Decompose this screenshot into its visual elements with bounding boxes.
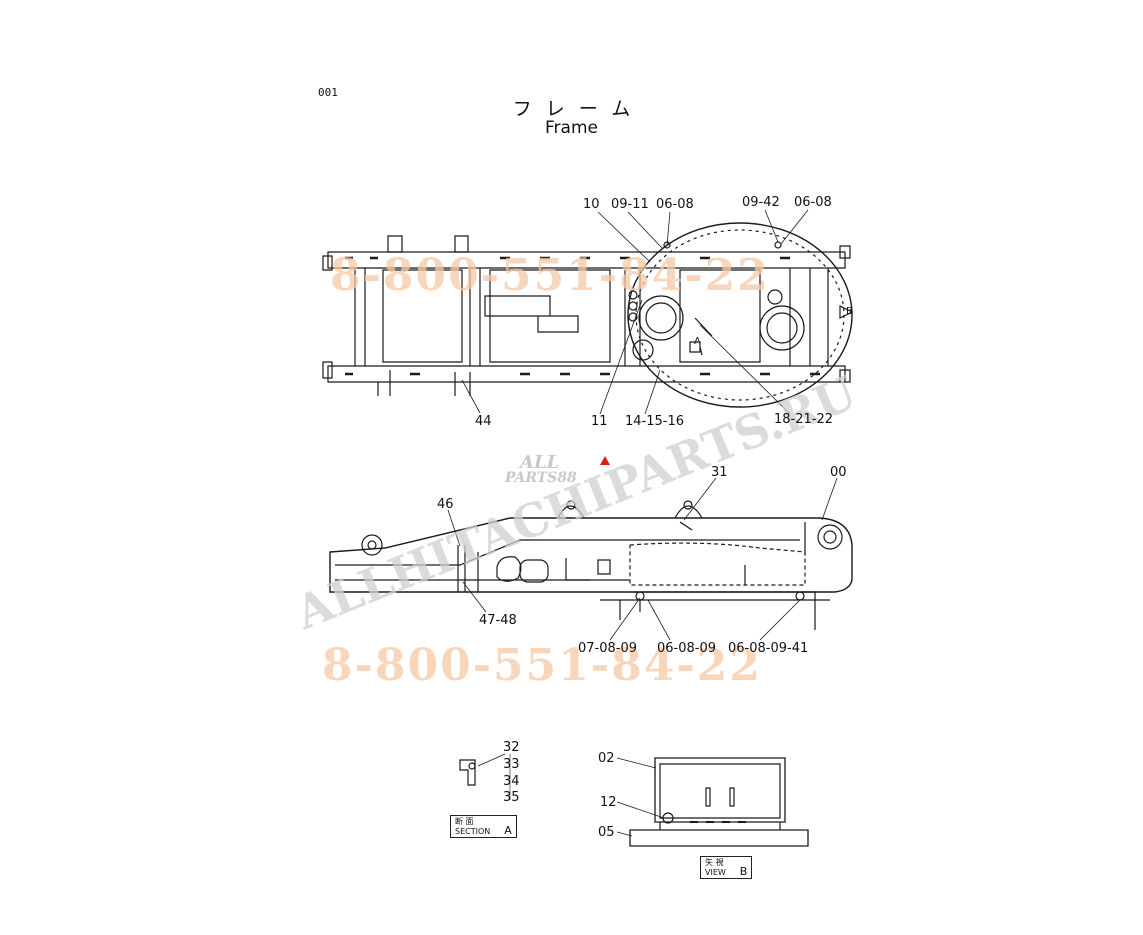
- callout-07-08-09: 07-08-09: [578, 641, 638, 656]
- callout-31: 31: [711, 465, 728, 480]
- view-b-arrow-label: B: [846, 306, 853, 317]
- view-tag-letter: B: [739, 865, 748, 878]
- callout-05: 05: [598, 825, 615, 840]
- view-tag-en: VIEW: [705, 868, 726, 877]
- side-view-frame: [329, 500, 853, 630]
- section-tag-letter: A: [504, 824, 512, 837]
- callout-02: 02: [598, 751, 615, 766]
- section-tag-jp: 断 面: [455, 817, 474, 826]
- callout-06-08-09: 06-08-09: [657, 641, 717, 656]
- callout-11: 11: [591, 414, 608, 429]
- callout-09-42: 09-42: [742, 195, 780, 210]
- callout-47-48: 47-48: [479, 613, 517, 628]
- section-tag-en: SECTION: [455, 827, 491, 836]
- callout-12: 12: [600, 795, 617, 810]
- callout-06-08-right: 06-08: [794, 195, 832, 210]
- section-a-tag: 断 面 SECTION A: [450, 815, 517, 838]
- callout-33: 33: [503, 757, 520, 772]
- section-a-arrow-label: A: [694, 336, 701, 347]
- title-japanese: フレーム: [512, 98, 645, 120]
- callout-18-21-22: 18-21-22: [774, 412, 834, 427]
- side-view-leaders: [447, 477, 838, 641]
- top-view-frame: [322, 222, 854, 408]
- callout-14-15-16: 14-15-16: [625, 414, 685, 429]
- title-english: Frame: [545, 118, 598, 138]
- callout-10: 10: [583, 197, 600, 212]
- view-b-detail: [616, 757, 809, 847]
- callout-06-08-left: 06-08: [656, 197, 694, 212]
- view-tag-jp: 矢 視: [705, 858, 724, 867]
- view-b-tag: 矢 視 VIEW B: [700, 856, 753, 879]
- callout-32: 32: [503, 740, 520, 755]
- callout-06-08-09-41: 06-08-09-41: [728, 641, 809, 656]
- callout-09-11: 09-11: [611, 197, 649, 212]
- callout-35: 35: [503, 790, 520, 805]
- section-a-detail: [459, 753, 511, 800]
- callout-34: 34: [503, 774, 520, 789]
- callout-44: 44: [475, 414, 492, 429]
- logo-red-marker-icon: [600, 456, 610, 465]
- callout-00: 00: [830, 465, 847, 480]
- page-number: 001: [318, 86, 338, 99]
- top-view-leaders: [461, 209, 809, 415]
- callout-46: 46: [437, 497, 454, 512]
